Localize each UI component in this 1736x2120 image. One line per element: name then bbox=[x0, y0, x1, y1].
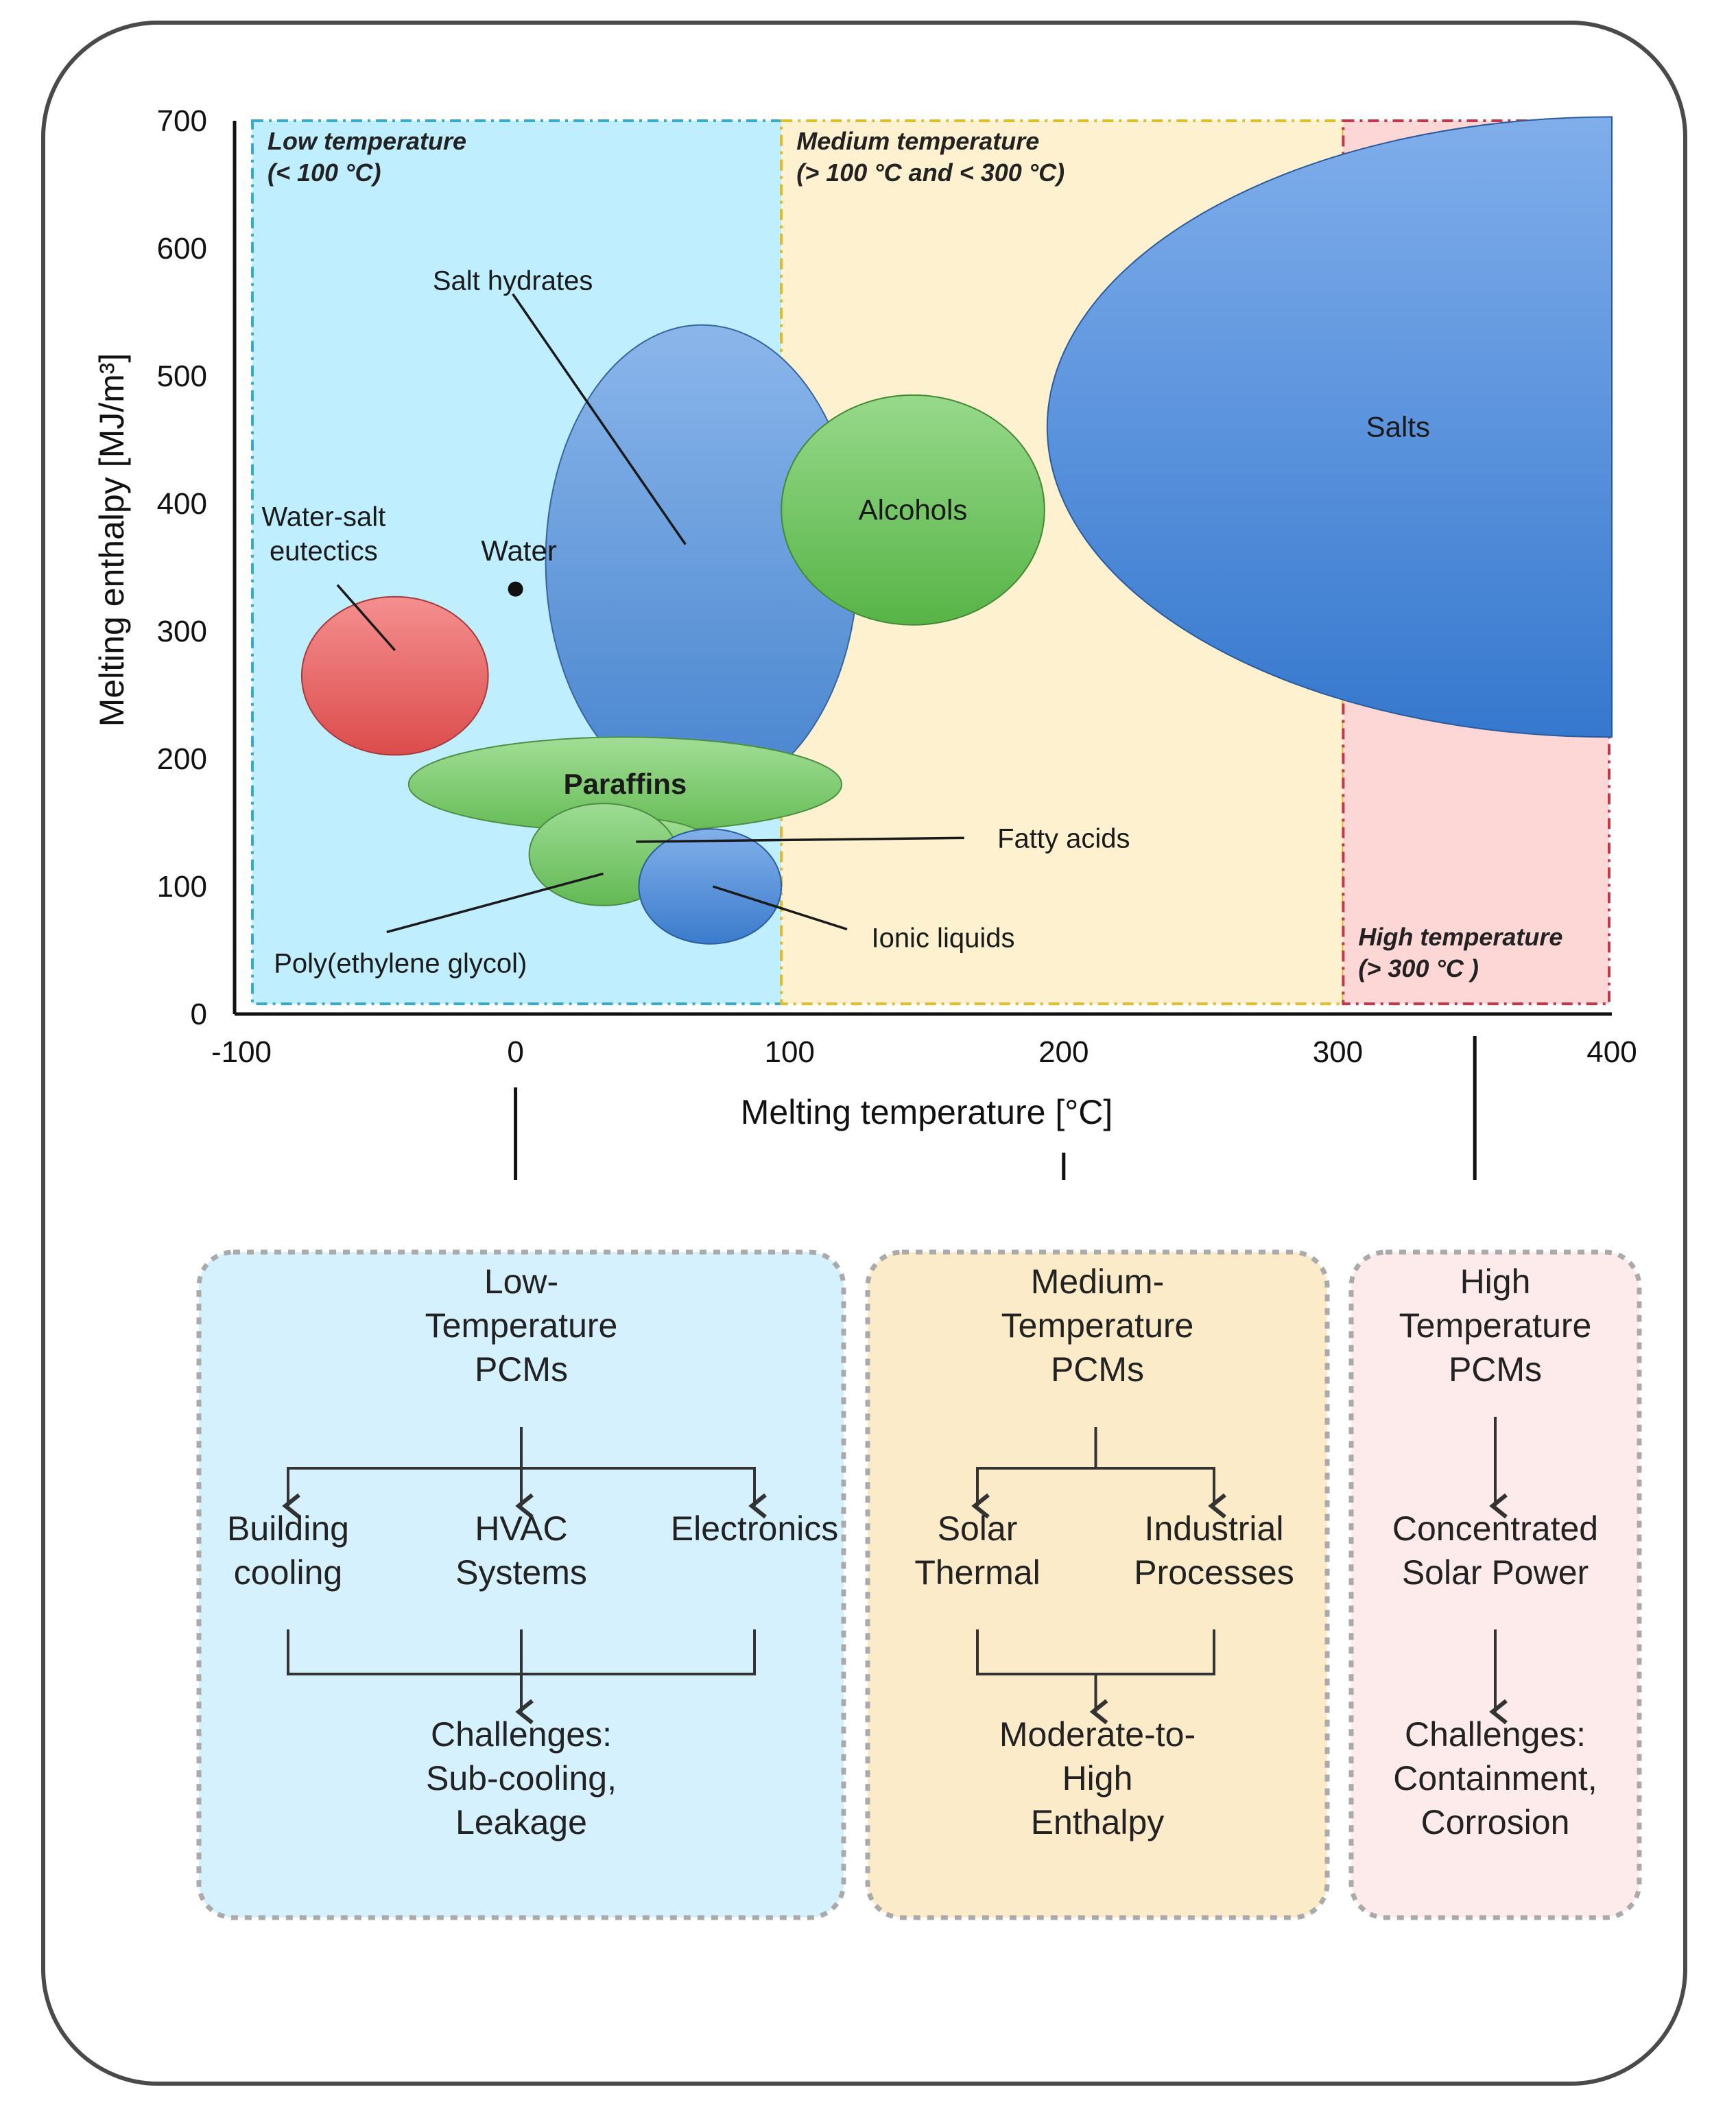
pcm-chart: Low temperature (< 100 °C) Medium temperat… bbox=[93, 104, 1637, 1180]
bubble-alcohols bbox=[781, 394, 1045, 626]
panel-branch: Electronics bbox=[671, 1509, 839, 1548]
panel-box bbox=[1348, 1249, 1642, 1920]
pointer-fatty-acids bbox=[636, 836, 964, 843]
bubble-water-salt-eutectics bbox=[300, 596, 489, 756]
pointer-salt-hydrates bbox=[512, 293, 687, 545]
point-label-water: Water bbox=[481, 534, 556, 567]
label-salts: Salts bbox=[1366, 410, 1430, 443]
label-ionic-liquids: Ionic liquids bbox=[871, 923, 1014, 953]
x-tick-label: 0 bbox=[507, 1035, 523, 1069]
bubble-ionic-liquids bbox=[638, 828, 783, 945]
label-paraffins: Paraffins bbox=[564, 768, 687, 800]
pointer-ionic-liquids bbox=[712, 885, 848, 931]
panel-box bbox=[865, 1249, 1330, 1920]
pointer-water-salt-eutectics bbox=[336, 584, 396, 652]
y-tick-label: 400 bbox=[157, 487, 207, 521]
bubble-salts bbox=[1046, 116, 1613, 738]
label-fatty-acids: Fatty acids bbox=[997, 823, 1130, 853]
label-poly-ethylene-glycol: Poly(ethylene glycol) bbox=[274, 949, 527, 979]
region-label-medium-temperature: Medium temperature bbox=[796, 127, 1039, 155]
x-axis-title: Melting temperature [°C] bbox=[741, 1093, 1113, 1131]
pointer-poly-ethylene-glycol bbox=[386, 872, 604, 934]
connector-arrows bbox=[514, 1036, 1477, 1180]
panel-outcome: Challenges:Sub-cooling,Leakage bbox=[426, 1715, 617, 1841]
outer-frame bbox=[41, 21, 1687, 2086]
y-tick-label: 600 bbox=[157, 232, 207, 266]
label-salt-hydrates: Salt hydrates bbox=[433, 266, 593, 296]
label-alcohols: Alcohols bbox=[859, 493, 968, 526]
x-tick-label: 200 bbox=[1038, 1035, 1089, 1069]
y-tick-label: 700 bbox=[157, 104, 207, 138]
region-range-low-temperature: (< 100 °C) bbox=[267, 158, 381, 187]
region-range-medium-temperature: (> 100 °C and < 300 °C) bbox=[796, 158, 1065, 187]
y-tick-label: 0 bbox=[191, 998, 207, 1031]
x-tick-label: -100 bbox=[211, 1035, 272, 1069]
x-tick-label: 400 bbox=[1586, 1035, 1637, 1069]
y-axis-title: Melting enthalpy [MJ/m³] bbox=[93, 353, 131, 727]
label-pointers bbox=[336, 293, 964, 934]
y-tick-label: 200 bbox=[157, 742, 207, 776]
point-water bbox=[508, 581, 523, 597]
region-label-high-temperature: High temperature bbox=[1358, 923, 1562, 951]
y-tick-label: 500 bbox=[157, 360, 207, 393]
panel-outcome: Challenges:Containment,Corrosion bbox=[1393, 1715, 1597, 1841]
region-label-low-temperature: Low temperature bbox=[267, 127, 466, 155]
x-tick-label: 100 bbox=[764, 1035, 814, 1069]
x-tick-label: 300 bbox=[1313, 1035, 1363, 1069]
region-range-high-temperature: (> 300 °C ) bbox=[1358, 954, 1478, 982]
y-tick-label: 300 bbox=[157, 615, 207, 648]
data-points: Water bbox=[481, 534, 557, 597]
panel-box bbox=[196, 1249, 846, 1920]
material-groups bbox=[300, 116, 1613, 945]
y-tick-label: 100 bbox=[157, 870, 207, 904]
